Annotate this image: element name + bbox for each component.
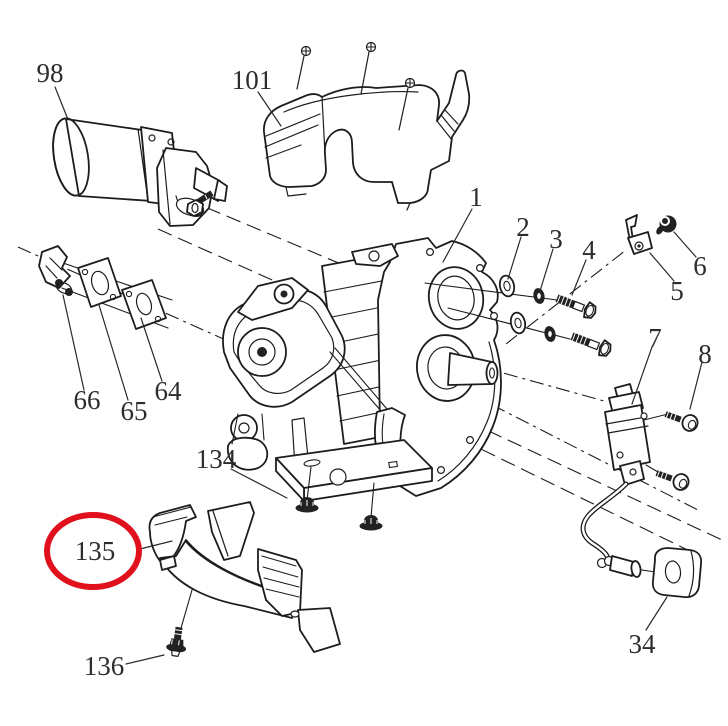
fastener-train-upper (424, 274, 597, 319)
cover-screw-1 (296, 45, 312, 90)
lower-dash-line-a (447, 411, 723, 541)
callout-98: 98 (37, 58, 64, 88)
bracket-axis-line (505, 249, 627, 345)
fastener-train-lower (447, 307, 612, 357)
callout-65: 65 (121, 396, 148, 426)
gasket-64 (121, 279, 167, 330)
starter-motor (52, 117, 228, 227)
engine-assembly (222, 237, 502, 497)
intake-clamp (38, 245, 73, 296)
washer-2a (498, 274, 516, 298)
highlight-ellipse (44, 512, 142, 590)
callout-1: 1 (469, 182, 483, 212)
washer-2b (509, 311, 527, 335)
top-cover (263, 41, 471, 211)
lower-axis-line (419, 367, 699, 511)
screw-6 (656, 215, 677, 235)
bolt-136 (166, 626, 187, 657)
spark-plug-lead (580, 481, 663, 578)
spark-plug-cap (651, 547, 703, 599)
gasket-65 (77, 257, 122, 308)
lower-dash-line-b (441, 429, 701, 557)
callout-101: 101 (232, 65, 273, 95)
flange-nut-1 (295, 497, 319, 513)
bolt-8a (664, 411, 699, 432)
callout-7: 7 (648, 323, 662, 353)
carb-flange (227, 413, 311, 483)
intake-axis-line (17, 246, 249, 351)
callout-3: 3 (549, 224, 563, 254)
callout-8: 8 (698, 339, 712, 369)
bolt-8b (655, 470, 690, 491)
callout-136: 136 (84, 651, 125, 681)
flange-nut-2 (359, 515, 383, 531)
callout-6: 6 (693, 251, 707, 281)
clip-bracket-5 (625, 214, 653, 255)
leader-lines (54, 86, 703, 665)
callout-2: 2 (516, 212, 530, 242)
cover-screw-3 (398, 77, 416, 131)
bolt-4a (555, 294, 597, 319)
bolt-4b (570, 332, 612, 357)
callout-135: 135 (75, 536, 116, 566)
crankshaft-boss (416, 334, 499, 402)
callout-4: 4 (582, 235, 596, 265)
intake-parts (38, 245, 173, 330)
starter-bolt (186, 190, 214, 217)
callout-5: 5 (670, 276, 684, 306)
callout-64: 64 (155, 376, 183, 406)
callout-134: 134 (196, 444, 237, 474)
nut-3b (544, 326, 556, 342)
callout-labels: 98 101 1 2 3 4 5 6 7 8 66 65 64 134 135 … (37, 58, 712, 681)
nut-3a (533, 288, 545, 304)
cover-screw-2 (360, 41, 377, 95)
callout-66: 66 (74, 385, 101, 415)
mount-plate (275, 439, 433, 531)
callout-34: 34 (629, 629, 657, 659)
lower-shroud (148, 501, 341, 653)
rocker-bracket (237, 277, 309, 321)
ignition-coil (604, 383, 669, 486)
